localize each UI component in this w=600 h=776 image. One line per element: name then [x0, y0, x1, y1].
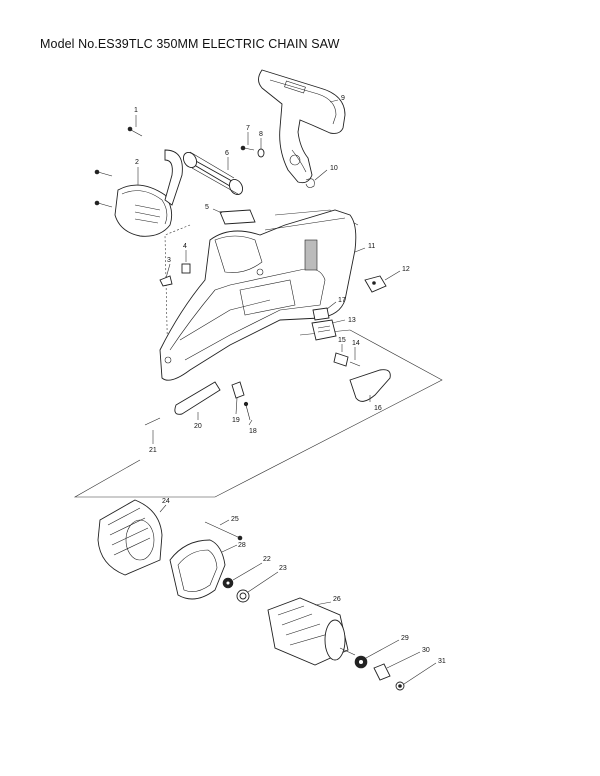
sleeve-30-part	[373, 663, 391, 681]
nut-31-part	[395, 681, 405, 691]
field-stator-part	[97, 499, 163, 576]
lever-20-part	[174, 381, 221, 415]
callout-30: 30	[422, 647, 430, 654]
block-13-part	[311, 319, 337, 341]
clip-4-part	[181, 263, 191, 274]
spring-10-part	[305, 178, 315, 188]
callout-2: 2	[135, 159, 139, 166]
pin-14-part	[349, 361, 361, 367]
long-screw-25-part	[204, 521, 243, 541]
callout-31: 31	[438, 658, 446, 665]
block-17-part	[312, 307, 330, 321]
callout-4: 4	[183, 243, 187, 250]
callout-19: 19	[232, 417, 240, 424]
callout-3: 3	[167, 257, 171, 264]
callout-29: 29	[401, 635, 409, 642]
callout-23: 23	[279, 565, 287, 572]
callout-8: 8	[259, 131, 263, 138]
callout-18: 18	[249, 428, 257, 435]
callout-6: 6	[225, 150, 229, 157]
switch-12-part	[364, 275, 387, 293]
screw-7-part	[240, 145, 255, 151]
callout-11: 11	[368, 243, 375, 250]
callout-10: 10	[330, 165, 338, 172]
diagram-title: Model No.ES39TLC 350MM ELECTRIC CHAIN SA…	[40, 37, 340, 51]
motor-cover-part	[114, 149, 183, 237]
callout-16: 16	[374, 405, 382, 412]
washer-8-part	[257, 148, 265, 158]
callout-21: 21	[149, 447, 157, 454]
armature-part	[267, 597, 356, 666]
bearing-29-part	[354, 655, 368, 669]
pin-15-part	[333, 352, 349, 367]
label-plate-part	[219, 209, 256, 225]
callout-12: 12	[402, 266, 410, 273]
callout-15: 15	[338, 337, 346, 344]
trigger-16-part	[349, 369, 391, 402]
callout-22: 22	[263, 556, 271, 563]
callout-1: 1	[134, 107, 138, 114]
washer-23-part	[236, 589, 250, 603]
baffle-ring-part	[169, 539, 226, 600]
callout-9: 9	[341, 95, 345, 102]
callout-20: 20	[194, 423, 202, 430]
tube-part	[182, 151, 244, 195]
rear-handle-part	[258, 69, 346, 184]
screw-1-part	[127, 126, 143, 137]
leader-lines	[135, 99, 437, 685]
callout-25: 25	[231, 516, 239, 523]
pin-21-part	[144, 417, 161, 426]
callout-5: 5	[205, 204, 209, 211]
screw-18-part	[243, 401, 251, 421]
callout-7: 7	[246, 125, 250, 132]
screws-left-part	[94, 169, 113, 208]
catch-19-part	[231, 381, 245, 399]
callout-24: 24	[162, 498, 170, 505]
bearing-22-part	[222, 577, 234, 589]
callout-labels: 1 2 3 4 5 6 7 8 9 10 11 12 13 14 15 16 1…	[134, 95, 446, 665]
callout-26: 26	[333, 596, 341, 603]
main-housing-part	[159, 209, 357, 381]
callout-28: 28	[238, 542, 246, 549]
callout-13: 13	[348, 317, 356, 324]
clamp-3-part	[159, 275, 173, 287]
callout-14: 14	[352, 340, 360, 347]
callout-17: 17	[338, 297, 346, 304]
